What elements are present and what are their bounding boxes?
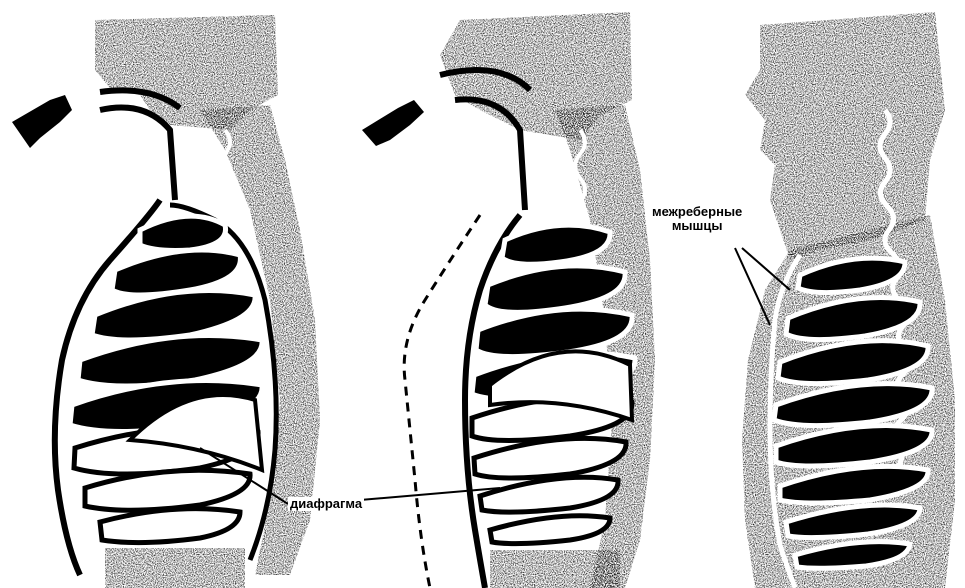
abdomen-block: [490, 550, 620, 588]
rib: [112, 250, 240, 295]
rib: [480, 477, 618, 512]
figure-middle: [362, 12, 655, 588]
arrow-exhale-icon: [362, 100, 424, 146]
ribs-left: [70, 216, 262, 542]
label-intercostal-muscles: межреберные мышцы: [650, 205, 744, 232]
rib: [78, 336, 262, 387]
rib: [92, 291, 255, 341]
abdomen-block: [105, 548, 245, 588]
rib: [474, 438, 626, 478]
rib: [502, 225, 610, 264]
rib: [100, 509, 240, 543]
figure-right: [742, 12, 955, 588]
label-diaphragm: диафрагма: [288, 497, 364, 511]
label-intercostal-line1: межреберные: [652, 205, 742, 219]
label-intercostal-line2: мышцы: [652, 219, 742, 233]
dashed-body-outline: [404, 215, 480, 588]
figure-left: [12, 15, 320, 588]
arrow-inhale-icon: [12, 95, 72, 148]
rib: [140, 216, 226, 250]
leader-intercostal-1: [735, 248, 770, 325]
rib: [490, 516, 610, 544]
rib: [85, 470, 250, 510]
